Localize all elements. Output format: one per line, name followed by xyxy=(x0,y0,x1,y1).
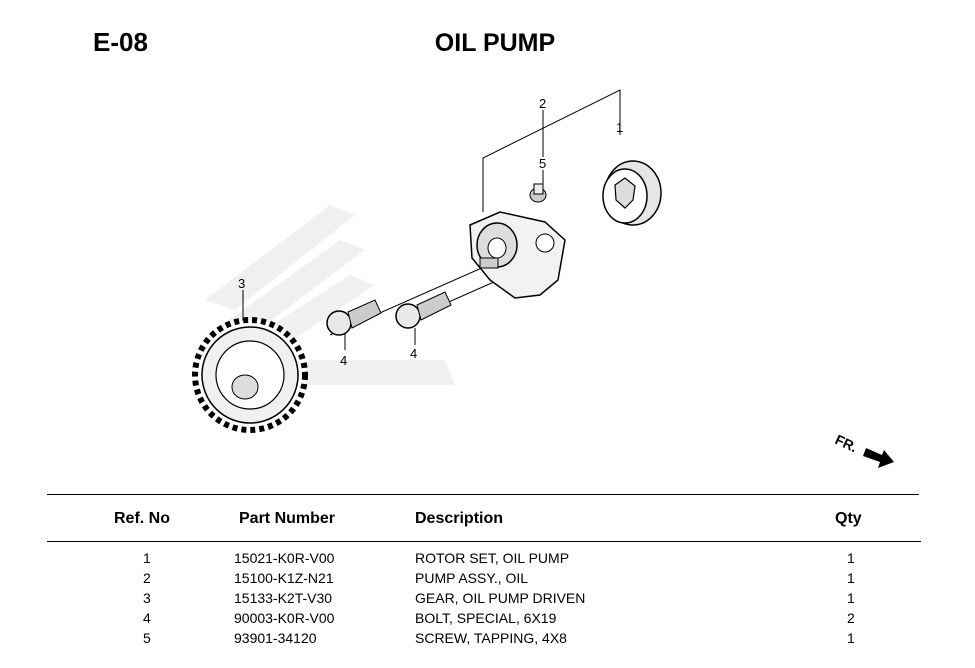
callout-5: 5 xyxy=(539,156,546,171)
row-qty: 1 xyxy=(847,550,855,566)
row-part-number: 90003-K0R-V00 xyxy=(234,610,335,626)
callout-4b: 4 xyxy=(410,346,417,361)
row-description: GEAR, OIL PUMP DRIVEN xyxy=(415,590,586,606)
front-direction-indicator: FR. xyxy=(833,431,894,468)
section-code: E-08 xyxy=(93,27,148,57)
row-ref: 2 xyxy=(143,570,151,586)
row-qty: 1 xyxy=(847,570,855,586)
column-header-ref-no: Ref. No xyxy=(114,510,170,527)
callout-3: 3 xyxy=(238,276,245,291)
table-top-rule xyxy=(47,494,919,495)
row-part-number: 93901-34120 xyxy=(234,630,317,646)
row-ref: 4 xyxy=(143,610,151,626)
driven-gear-part[interactable] xyxy=(192,317,308,433)
row-qty: 1 xyxy=(847,590,855,606)
tapping-screw-part[interactable] xyxy=(529,183,547,203)
row-description: ROTOR SET, OIL PUMP xyxy=(415,550,570,566)
row-part-number: 15021-K0R-V00 xyxy=(234,550,335,566)
row-description: SCREW, TAPPING, 4X8 xyxy=(415,630,567,646)
special-bolt-part[interactable] xyxy=(326,291,452,336)
column-header-qty: Qty xyxy=(835,510,862,527)
row-ref: 1 xyxy=(143,550,151,566)
row-part-number: 15133-K2T-V30 xyxy=(234,590,333,606)
callout-2: 2 xyxy=(539,96,546,111)
row-description: PUMP ASSY., OIL xyxy=(415,570,529,586)
arrow-icon xyxy=(863,448,894,468)
row-qty: 1 xyxy=(847,630,855,646)
row-description: BOLT, SPECIAL, 6X19 xyxy=(415,610,557,626)
callout-4a: 4 xyxy=(340,353,347,368)
callout-1: 1 xyxy=(616,120,623,135)
oil-pump-assembly-part[interactable] xyxy=(469,211,566,299)
rotor-set-part[interactable] xyxy=(602,160,662,226)
row-part-number: 15100-K1Z-N21 xyxy=(234,570,334,586)
row-qty: 2 xyxy=(847,610,855,626)
parts-diagram: 1 2 3 4 4 5 FR. xyxy=(192,89,894,468)
column-header-description: Description xyxy=(415,510,504,527)
direction-label: FR. xyxy=(833,431,860,455)
table-header-rule xyxy=(47,541,921,542)
page-title: OIL PUMP xyxy=(434,29,556,57)
row-ref: 5 xyxy=(143,630,151,646)
row-ref: 3 xyxy=(143,590,151,606)
column-header-part-number: Part Number xyxy=(239,510,336,527)
